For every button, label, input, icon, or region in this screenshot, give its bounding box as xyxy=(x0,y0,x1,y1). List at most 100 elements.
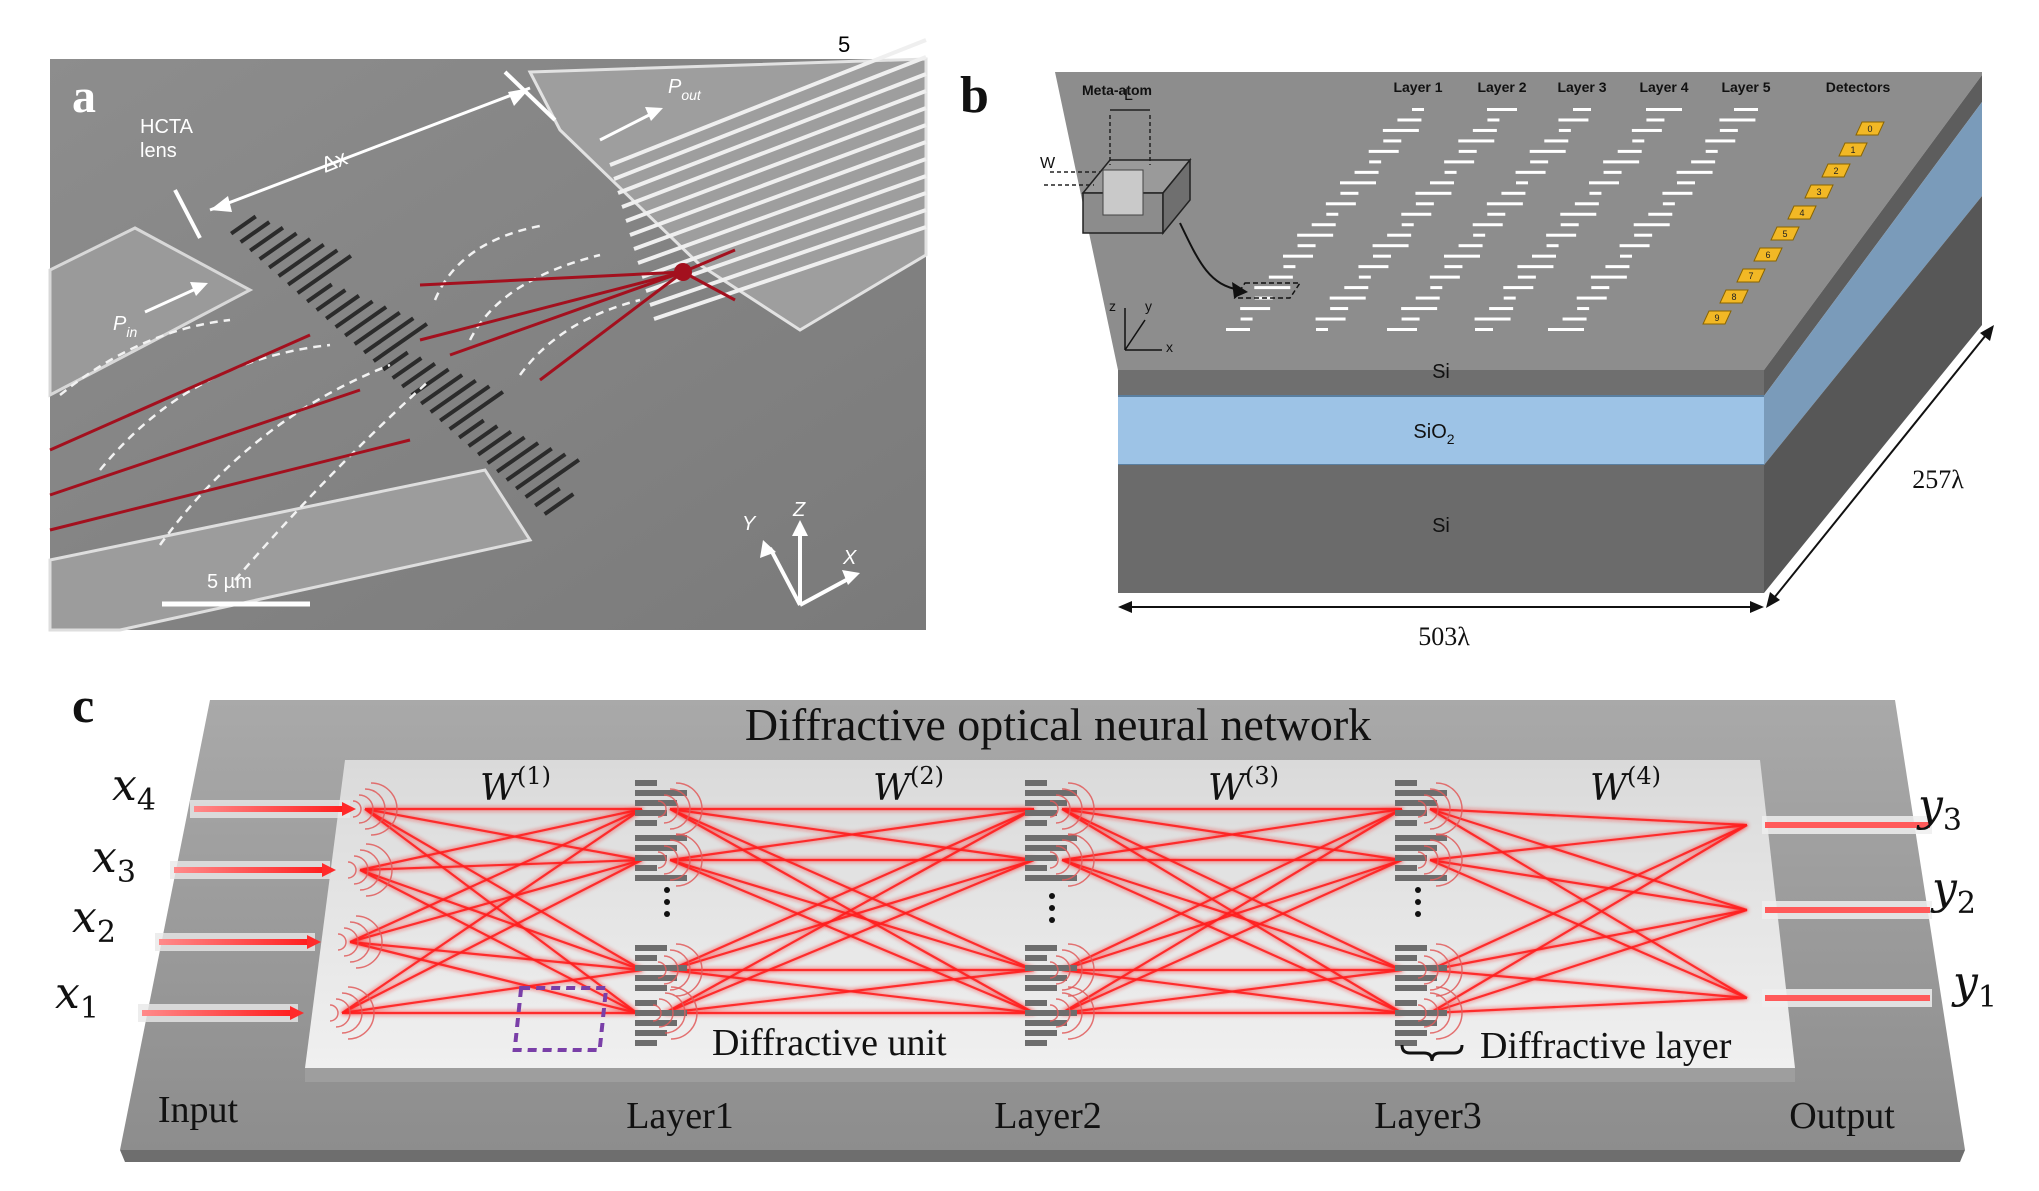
dim-w-label: W xyxy=(1040,155,1056,172)
detector-id: 6 xyxy=(1765,250,1770,260)
weight-w4-label: W(4) xyxy=(1590,762,1661,809)
meta-atom-bar xyxy=(1574,202,1599,206)
lens-slit xyxy=(534,486,561,508)
beam-line xyxy=(359,868,643,972)
b-layer-label-3: Layer 3 xyxy=(1557,79,1606,95)
emitter-arc xyxy=(1055,998,1071,1028)
emitter-arc xyxy=(1435,986,1463,1040)
beam-line xyxy=(669,807,1035,862)
emitter-arc xyxy=(1055,955,1071,985)
meta-atom-bar xyxy=(1311,223,1336,227)
meta-atom-bar xyxy=(1475,328,1493,331)
wavefront-arcs xyxy=(59,223,641,581)
beam-line xyxy=(359,807,643,872)
beam-line xyxy=(1061,807,1403,862)
detector-cell xyxy=(1702,310,1732,325)
output-grating-line xyxy=(609,38,927,167)
detector-cell xyxy=(1821,163,1851,178)
p-in-label: Pin xyxy=(113,313,137,340)
lens-slit xyxy=(362,316,415,355)
emitter-arc xyxy=(1429,949,1451,991)
emitter-arc xyxy=(663,955,679,985)
meta-atom-bar xyxy=(1297,244,1316,248)
detector-cell xyxy=(1787,205,1817,220)
meta-atom-bar xyxy=(1589,191,1602,195)
sio2-front xyxy=(1118,396,1764,465)
scale-bar-label: 5 µm xyxy=(207,571,252,593)
meta-atom-bar xyxy=(1326,212,1339,216)
meta-atom-bar xyxy=(1560,212,1597,216)
emitter-arc xyxy=(1417,851,1427,869)
axis-x-arrowhead xyxy=(842,570,860,585)
diffractive-unit-bar xyxy=(635,1040,657,1046)
meta-atom-bar xyxy=(1315,317,1346,321)
meta-atom-bar xyxy=(1358,265,1389,269)
emitter-arc xyxy=(341,992,363,1034)
p-out-label: Pout xyxy=(668,76,702,103)
meta-atom-bar xyxy=(1591,286,1610,290)
diffractive-unit-bar xyxy=(1025,1010,1077,1016)
diffractive-unit-bar xyxy=(635,955,657,961)
meta-atom-bar xyxy=(1401,212,1432,216)
emitter-arc xyxy=(1061,992,1083,1034)
b-layer-label-5: Layer 5 xyxy=(1721,79,1770,95)
meta-atom-bar xyxy=(1676,170,1713,174)
diffractive-unit-bar xyxy=(1025,835,1077,841)
input-x1-label: x1 xyxy=(55,968,99,1026)
input-beam xyxy=(159,939,307,945)
emitter-arc xyxy=(1423,955,1439,985)
b-layer-label-2: Layer 2 xyxy=(1477,79,1526,95)
meta-atom-bar xyxy=(1546,233,1577,237)
beam-line xyxy=(669,807,1035,972)
diffractive-unit-bar xyxy=(1025,1020,1067,1026)
emitter-arc xyxy=(1417,1004,1427,1022)
detector-id: 4 xyxy=(1799,208,1804,218)
emitter-arc xyxy=(1049,961,1059,979)
b-layer-label-1: Layer 1 xyxy=(1393,79,1442,95)
emitter-arc xyxy=(669,839,691,881)
lens-label-line1: HCTA xyxy=(140,116,194,138)
meta-atom-bar xyxy=(1734,108,1758,111)
si-bottom-label: Si xyxy=(1432,515,1450,537)
base-front-edge xyxy=(120,1150,1965,1162)
diffractive-unit-bar xyxy=(635,1030,667,1036)
emitter-arc xyxy=(329,1004,339,1022)
detector-cell xyxy=(1855,121,1885,136)
meta-atom-bar xyxy=(1372,244,1409,248)
lens-slit xyxy=(325,294,361,321)
beam-line xyxy=(1429,823,1748,862)
wavefront-arc xyxy=(99,343,331,471)
output-grating-line xyxy=(633,140,927,251)
beam-line xyxy=(1429,908,1748,1015)
diffractive-unit-bar xyxy=(635,875,687,881)
output-grating-line xyxy=(617,72,927,195)
diffractive-unit-bar xyxy=(1395,855,1427,861)
meta-atom-bar xyxy=(1283,254,1313,258)
lens-slit xyxy=(239,220,271,244)
lens-slit xyxy=(258,231,298,261)
beam-line xyxy=(664,858,1035,1015)
beam-line xyxy=(1061,858,1403,1015)
output-beam xyxy=(1765,995,1930,1001)
detector-id: 0 xyxy=(1867,124,1872,134)
meta-atom-bar xyxy=(1382,128,1419,132)
emitter-arc xyxy=(337,933,347,951)
meta-atom-bar xyxy=(1401,317,1420,321)
detector-id: 9 xyxy=(1714,313,1719,323)
detector-cell xyxy=(1770,226,1800,241)
panel-c-donn-diagram: Diffractive optical neural network c x4 … xyxy=(55,677,1997,1162)
wavefront-arc xyxy=(468,253,601,341)
emitter-arc xyxy=(335,998,351,1028)
detector-id: 7 xyxy=(1748,271,1753,281)
depth-label: 257λ xyxy=(1912,465,1964,494)
meta-atom-bar xyxy=(1412,108,1424,111)
c-title: Diffractive optical neural network xyxy=(745,699,1371,750)
emitter-arc xyxy=(1423,845,1439,875)
p-in-arrowhead xyxy=(190,282,208,296)
delta-x-tick-left xyxy=(173,189,202,239)
emitter-arc xyxy=(1429,839,1451,881)
beam-line xyxy=(341,859,643,1014)
emitter-arc xyxy=(370,782,398,836)
lens-slit xyxy=(448,390,505,431)
emitter-arc xyxy=(1061,949,1083,991)
